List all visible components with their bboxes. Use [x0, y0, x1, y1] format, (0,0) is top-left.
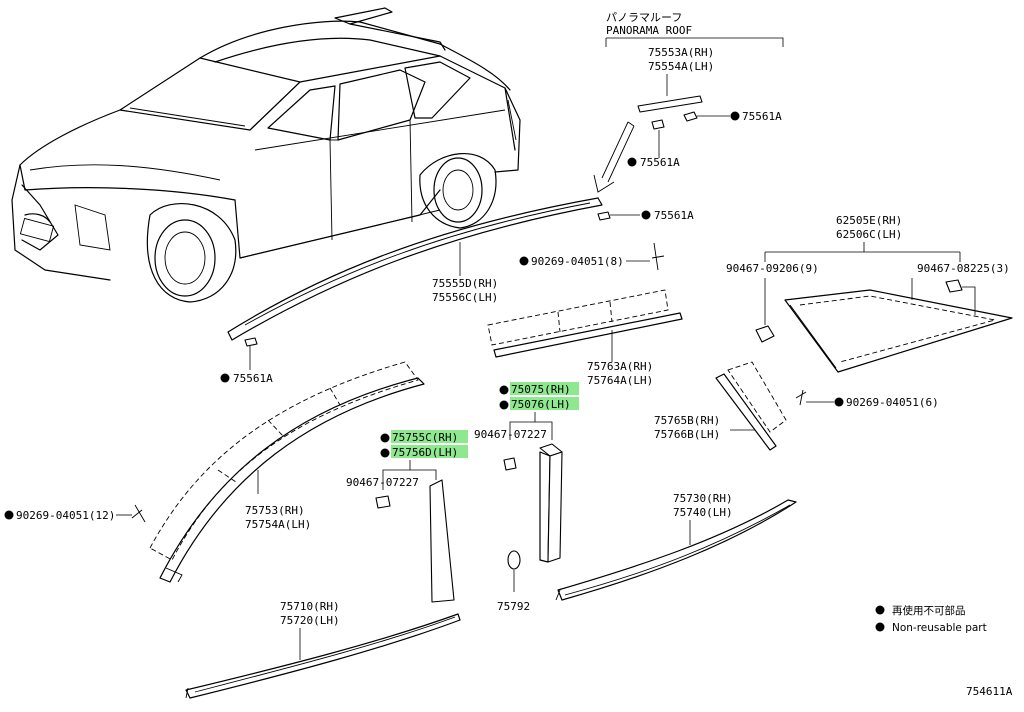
diagram-id: 754611A [966, 685, 1013, 698]
part-75764a: 75764A(LH) [587, 374, 653, 387]
clip-icon [503, 457, 517, 471]
part-62506c: 62506C(LH) [836, 228, 902, 241]
part-75740: 75740(LH) [673, 506, 733, 519]
clip-icon [683, 111, 698, 122]
part-75753: 75753(RH) [245, 504, 305, 517]
part-75765b: 75765B(RH) [654, 414, 720, 427]
non-reusable-marker [834, 397, 844, 407]
part-75792: 75792 [497, 600, 530, 613]
clip-icon [597, 211, 611, 221]
non-reusable-marker [627, 157, 637, 167]
clip-icon [651, 119, 665, 130]
part-62505e: 62505E(RH) [836, 214, 902, 227]
molding-75753: 90269-04051(12) 75753(RH) 75754A(LH) [4, 361, 425, 583]
part-90269-8: 90269-04051(8) [531, 255, 624, 268]
part-75554a: 75554A(LH) [648, 60, 714, 73]
part-75730: 75730(RH) [673, 492, 733, 505]
legend-marker-icon [875, 605, 885, 615]
non-reusable-marker [499, 385, 509, 395]
legend-en: Non-reusable part [892, 622, 987, 634]
fastener-icon [945, 279, 963, 293]
molding-75763a: 90269-04051(8) 75763A(RH) 75764A(LH) [487, 242, 683, 387]
highlight-75756d [391, 445, 468, 458]
panorama-roof-group: パノラマルーフ PANORAMA ROOF 75553A(RH) 75554A(… [593, 11, 784, 193]
molding-75765b: 90269-04051(6) 75765B(RH) 75766B(LH) [654, 361, 939, 451]
part-75763a: 75763A(RH) [587, 360, 653, 373]
roof-molding-main: 75561A 75555D(RH) 75556C(LH) 75561A [220, 197, 694, 385]
non-reusable-marker [220, 373, 230, 383]
non-reusable-marker [641, 210, 651, 220]
car-illustration [11, 7, 521, 303]
part-75720: 75720(LH) [280, 614, 340, 627]
highlight-75075 [510, 382, 579, 395]
highlight-75076 [510, 397, 579, 410]
part-90269-6: 90269-04051(6) [846, 396, 939, 409]
part-90269-12: 90269-04051(12) [16, 509, 115, 522]
pillar-75755c: 75755C(RH) 75756D(LH) 90467-07227 [346, 430, 468, 603]
part-90467-09206: 90467-09206(9) [726, 262, 819, 275]
legend-marker-icon [875, 622, 885, 632]
part-75076: 75076(LH) [511, 398, 571, 411]
grommet-icon [507, 550, 521, 570]
part-90467-07227-b: 90467-07227 [346, 476, 419, 489]
part-75553a: 75553A(RH) [648, 46, 714, 59]
part-75756d: 75756D(LH) [392, 446, 458, 459]
part-75555d: 75555D(RH) [432, 277, 498, 290]
pillar-75075: 75075(RH) 75076(LH) 90467-07227 75792 [474, 382, 579, 613]
clip-icon [244, 337, 258, 347]
part-75710: 75710(RH) [280, 600, 340, 613]
part-75766b: 75766B(LH) [654, 428, 720, 441]
legend: 再使用不可部品 Non-reusable part [875, 604, 987, 634]
part-75561a-4: 75561A [233, 372, 273, 385]
part-90467-07227-a: 90467-07227 [474, 428, 547, 441]
non-reusable-marker [380, 433, 390, 443]
part-75561a-1: 75561A [742, 110, 782, 123]
molding-75710: 75710(RH) 75720(LH) [185, 600, 461, 699]
non-reusable-marker [380, 448, 390, 458]
non-reusable-marker [4, 510, 14, 520]
non-reusable-marker [499, 400, 509, 410]
part-75561a-2: 75561A [640, 156, 680, 169]
part-75561a-3: 75561A [654, 209, 694, 222]
part-75755c: 75755C(RH) [392, 431, 458, 444]
highlight-75755c [391, 430, 468, 443]
panorama-roof-en: PANORAMA ROOF [606, 24, 692, 37]
clip-icon [375, 495, 391, 509]
non-reusable-marker [730, 111, 740, 121]
part-75075: 75075(RH) [511, 383, 571, 396]
part-75754a: 75754A(LH) [245, 518, 311, 531]
part-75556c: 75556C(LH) [432, 291, 498, 304]
legend-jp: 再使用不可部品 [892, 604, 966, 617]
non-reusable-marker [519, 256, 529, 266]
fastener-icon [755, 325, 775, 343]
molding-75730: 75730(RH) 75740(LH) [555, 492, 797, 601]
quarter-glass-62505e: 62505E(RH) 62506C(LH) 90467-09206(9) 904… [726, 214, 1013, 373]
panorama-roof-jp: パノラマルーフ [606, 11, 682, 24]
part-90467-08225: 90467-08225(3) [917, 262, 1010, 275]
